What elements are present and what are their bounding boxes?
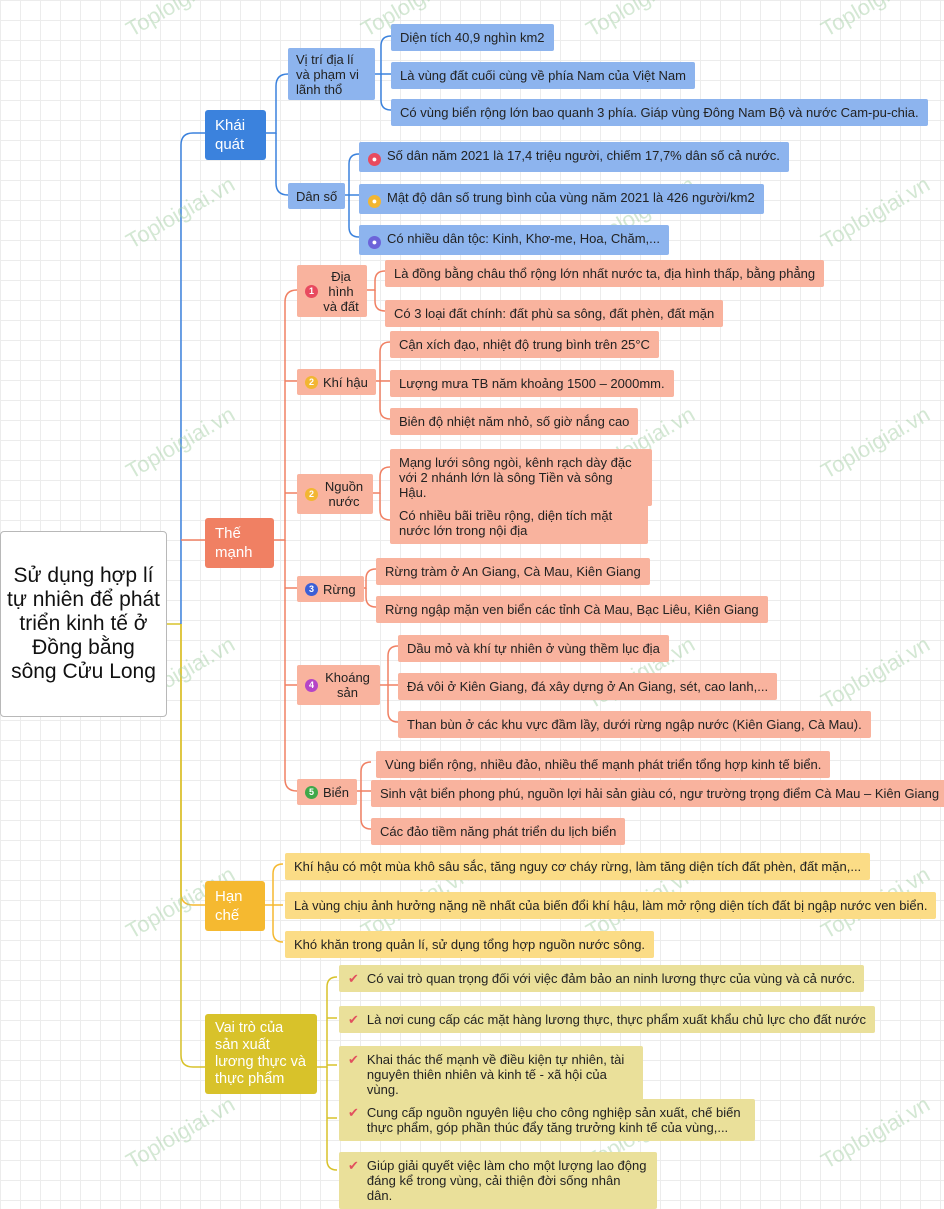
subtopic-bien-label: Biển: [323, 784, 350, 800]
topic-vai-tro[interactable]: Vai trò của sản xuất lương thực và thực …: [205, 1014, 317, 1094]
subtopic-dia-hinh-label: Địa hình và đất: [323, 268, 359, 314]
check-icon: ✔: [348, 1052, 359, 1067]
item-han-che-3[interactable]: Khó khăn trong quản lí, sử dụng tổng hợp…: [285, 931, 655, 958]
item-vai-tro-3-text: Khai thác thế mạnh về điều kiện tự nhiên…: [366, 1052, 625, 1097]
item-dan-so-2[interactable]: ● Mật độ dân số trung bình của vùng năm 2…: [359, 184, 764, 214]
item-nguon-nuoc-2[interactable]: Có nhiều bãi triều rộng, diện tích mặt n…: [390, 502, 648, 544]
check-icon: ✔: [348, 1012, 359, 1027]
check-icon: ✔: [348, 971, 359, 986]
topic-vai-tro-label: Vai trò của sản xuất lương thực và thực …: [215, 1020, 306, 1087]
check-icon: ✔: [348, 1105, 359, 1120]
item-khi-hau-2[interactable]: Lượng mưa TB năm khoảng 1500 – 2000mm.: [390, 370, 674, 397]
person-icon: ●: [368, 236, 381, 249]
subtopic-dan-so[interactable]: Dân số: [288, 183, 346, 209]
item-khi-hau-1[interactable]: Cận xích đạo, nhiệt độ trung bình trên 2…: [390, 331, 659, 358]
item-han-che-1[interactable]: Khí hậu có một mùa khô sâu sắc, tăng ngu…: [285, 853, 871, 880]
item-vai-tro-2-text: Là nơi cung cấp các mặt hàng lương thực,…: [366, 1012, 866, 1027]
item-dan-so-3-text: Có nhiều dân tộc: Kinh, Khơ-me, Hoa, Chă…: [387, 231, 660, 246]
subtopic-dia-hinh[interactable]: 1 Địa hình và đất: [297, 265, 367, 317]
item-dan-so-2-text: Mật độ dân số trung bình của vùng năm 20…: [387, 190, 755, 205]
item-vai-tro-4-text: Cung cấp nguồn nguyên liệu cho công nghi…: [366, 1105, 741, 1135]
item-dan-so-1-text: Số dân năm 2021 là 17,4 triệu người, chi…: [387, 148, 780, 163]
item-khoang-san-1[interactable]: Dầu mỏ và khí tự nhiên ở vùng thềm lục đ…: [398, 635, 669, 662]
subtopic-dan-so-label: Dân số: [296, 188, 338, 204]
topic-han-che[interactable]: Hạn chế: [205, 881, 265, 931]
number-badge: 4: [305, 678, 318, 692]
subtopic-vi-tri[interactable]: Vị trí địa lí và phạm vi lãnh thổ: [288, 48, 375, 100]
subtopic-khoang-san[interactable]: 4 Khoáng sản: [297, 665, 380, 705]
topic-the-manh[interactable]: Thế mạnh: [205, 518, 274, 568]
item-dia-hinh-1[interactable]: Là đồng bằng châu thổ rộng lớn nhất nước…: [385, 260, 825, 287]
item-han-che-2[interactable]: Là vùng chịu ảnh hưởng nặng nề nhất của …: [285, 892, 937, 919]
item-vai-tro-5[interactable]: ✔ Giúp giải quyết việc làm cho một lượng …: [339, 1152, 657, 1209]
topic-han-che-label: Hạn chế: [215, 888, 243, 924]
item-bien-1[interactable]: Vùng biển rộng, nhiều đảo, nhiều thế mạn…: [376, 751, 831, 778]
item-vi-tri-3[interactable]: Có vùng biển rộng lớn bao quanh 3 phía. …: [391, 99, 928, 126]
item-vai-tro-1-text: Có vai trò quan trọng đối với việc đảm b…: [366, 971, 856, 986]
item-dan-so-1[interactable]: ● Số dân năm 2021 là 17,4 triệu người, ch…: [359, 142, 789, 172]
subtopic-nguon-nuoc-label: Nguồn nước: [324, 479, 364, 509]
number-badge: 3: [305, 582, 318, 596]
number-badge: 2: [305, 487, 318, 501]
item-bien-2[interactable]: Sinh vật biển phong phú, nguồn lợi hải s…: [371, 780, 944, 807]
item-vai-tro-4[interactable]: ✔ Cung cấp nguồn nguyên liệu cho công ngh…: [339, 1099, 755, 1141]
number-badge: 5: [305, 785, 318, 799]
item-vai-tro-3[interactable]: ✔ Khai thác thế mạnh về điều kiện tự nhiê…: [339, 1046, 643, 1103]
person-icon: ●: [368, 153, 381, 166]
item-rung-2[interactable]: Rừng ngập mặn ven biển các tỉnh Cà Mau, …: [376, 596, 768, 623]
item-nguon-nuoc-1[interactable]: Mạng lưới sông ngòi, kênh rạch dày đặc v…: [390, 449, 652, 506]
item-khoang-san-2[interactable]: Đá vôi ở Kiên Giang, đá xây dựng ở An Gi…: [398, 673, 778, 700]
root-topic-label: Sử dụng hợp lí tự nhiên để phát triển ki…: [7, 564, 161, 683]
item-vai-tro-2[interactable]: ✔ Là nơi cung cấp các mặt hàng lương thực…: [339, 1006, 875, 1033]
subtopic-rung-label: Rừng: [323, 581, 356, 597]
item-rung-1[interactable]: Rừng tràm ở An Giang, Cà Mau, Kiên Giang: [376, 558, 650, 585]
item-khi-hau-3[interactable]: Biên độ nhiệt năm nhỏ, số giờ nắng cao: [390, 408, 639, 435]
topic-the-manh-label: Thế mạnh: [215, 525, 253, 561]
item-khoang-san-3[interactable]: Than bùn ở các khu vực đầm lầy, dưới rừn…: [398, 711, 871, 738]
topic-khai-quat-label: Khái quát: [215, 117, 246, 153]
subtopic-khoang-san-label: Khoáng sản: [325, 670, 370, 700]
number-badge: 2: [305, 375, 318, 389]
subtopic-khi-hau-label: Khí hậu: [323, 374, 368, 390]
root-topic[interactable]: Sử dụng hợp lí tự nhiên để phát triển ki…: [0, 531, 167, 717]
subtopic-khi-hau[interactable]: 2 Khí hậu: [297, 369, 376, 395]
topic-khai-quat[interactable]: Khái quát: [205, 110, 266, 160]
item-vi-tri-1[interactable]: Diện tích 40,9 nghìn km2: [391, 24, 554, 51]
person-icon: ●: [368, 195, 381, 208]
number-badge: 1: [305, 284, 318, 298]
subtopic-nguon-nuoc[interactable]: 2 Nguồn nước: [297, 474, 373, 514]
item-bien-3[interactable]: Các đảo tiềm năng phát triển du lịch biể…: [371, 818, 626, 845]
item-dan-so-3[interactable]: ● Có nhiều dân tộc: Kinh, Khơ-me, Hoa, Ch…: [359, 225, 669, 255]
item-vai-tro-1[interactable]: ✔ Có vai trò quan trọng đối với việc đảm …: [339, 965, 865, 992]
check-icon: ✔: [348, 1158, 359, 1173]
item-dia-hinh-2[interactable]: Có 3 loại đất chính: đất phù sa sông, đấ…: [385, 300, 724, 327]
subtopic-rung[interactable]: 3 Rừng: [297, 576, 364, 602]
subtopic-bien[interactable]: 5 Biển: [297, 779, 358, 805]
item-vi-tri-2[interactable]: Là vùng đất cuối cùng về phía Nam của Vi…: [391, 62, 695, 89]
subtopic-vi-tri-label: Vị trí địa lí và phạm vi lãnh thổ: [296, 51, 359, 97]
item-vai-tro-5-text: Giúp giải quyết việc làm cho một lượng l…: [366, 1158, 647, 1203]
